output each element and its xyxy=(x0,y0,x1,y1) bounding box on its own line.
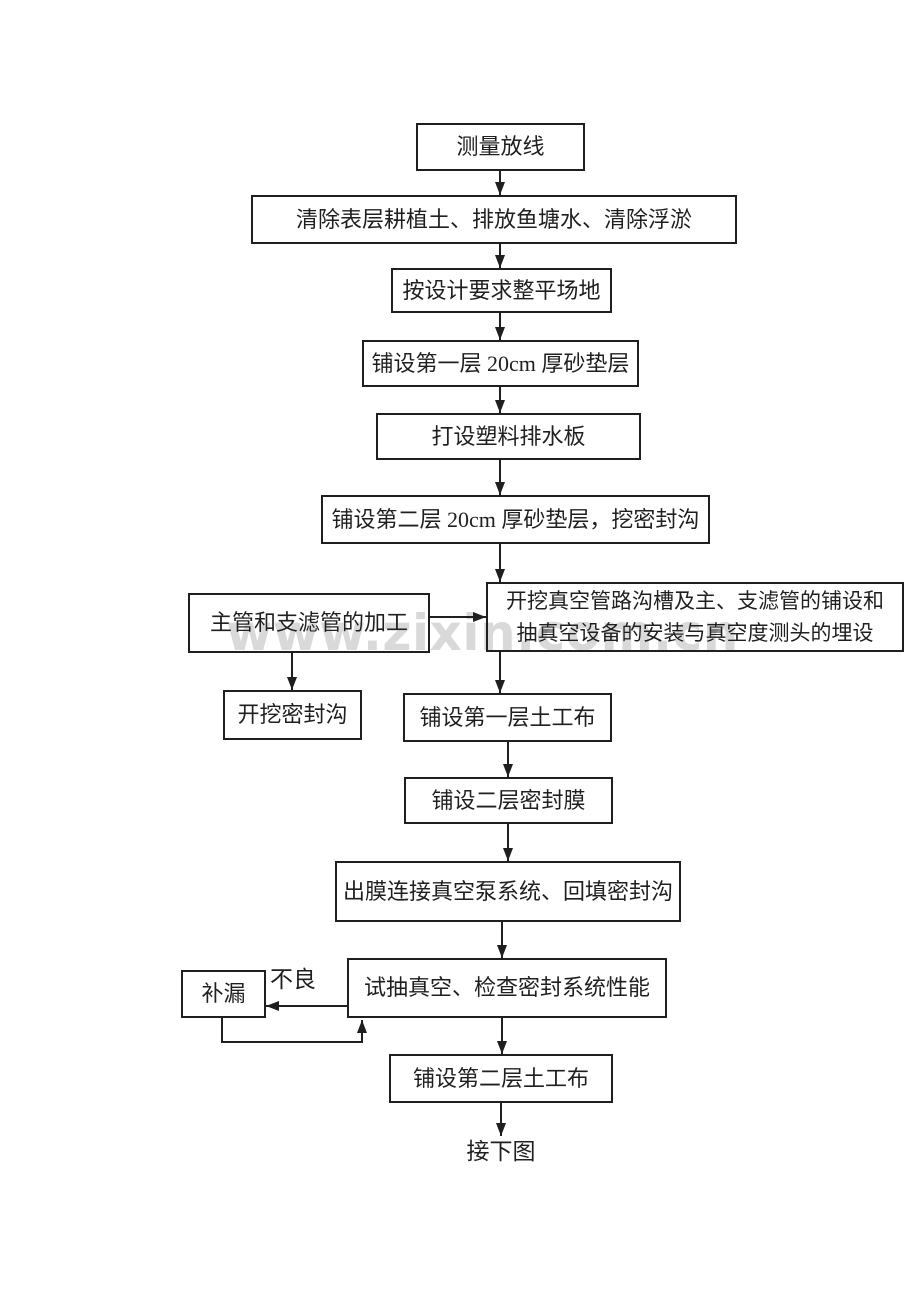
flow-step-vacuum-test: 试抽真空、检查密封系统性能 xyxy=(347,958,667,1018)
flow-step-clear-topsoil: 清除表层耕植土、排放鱼塘水、清除浮淤 xyxy=(251,195,737,244)
label-not-good: 不良 xyxy=(270,967,316,992)
flow-step-leak-repair: 补漏 xyxy=(181,970,266,1018)
flow-step-membrane-pump: 出膜连接真空泵系统、回填密封沟 xyxy=(335,861,681,922)
flow-step-second-geotextile: 铺设第二层土工布 xyxy=(389,1054,613,1103)
flow-step-seal-trench-dig: 开挖密封沟 xyxy=(223,690,362,740)
flow-step-first-geotextile: 铺设第一层土工布 xyxy=(403,693,612,742)
flow-step-plastic-drain-board: 打设塑料排水板 xyxy=(376,413,641,460)
flow-step-survey-layout: 测量放线 xyxy=(416,123,585,171)
arrow-leakrepair-loop xyxy=(221,1018,367,1043)
flow-step-first-sand-layer: 铺设第一层 20cm 厚砂垫层 xyxy=(362,340,639,387)
flow-step-trench-and-vacuum: 开挖真空管路沟槽及主、支滤管的铺设和 抽真空设备的安装与真空度测头的埋设 xyxy=(486,582,904,652)
flow-step-pipe-processing: 主管和支滤管的加工 xyxy=(188,593,430,653)
flow-step-seal-membrane: 铺设二层密封膜 xyxy=(404,777,613,824)
flow-step-level-site: 按设计要求整平场地 xyxy=(391,268,612,313)
flow-step-second-sand-layer: 铺设第二层 20cm 厚砂垫层，挖密封沟 xyxy=(321,495,710,544)
label-continued-below: 接下图 xyxy=(466,1139,536,1164)
